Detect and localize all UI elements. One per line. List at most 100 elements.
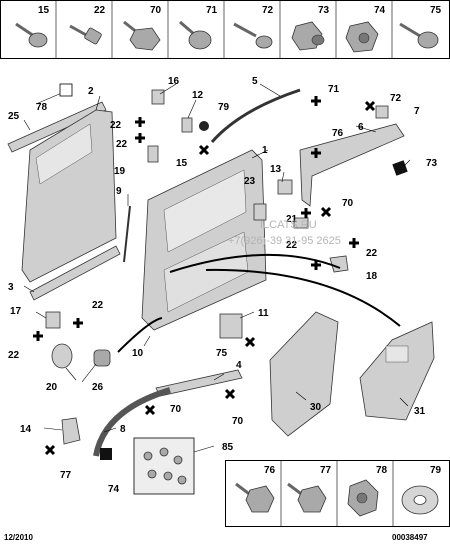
footer-date: 12/2010 [4,533,33,542]
plus-marker-22b [135,133,145,143]
top-header-15: 15 [38,5,50,16]
flange-nut-74-icon [345,21,379,53]
bolt-77-icon [287,482,327,513]
bottom-header-77: 77 [320,465,332,476]
top-header-70: 70 [150,5,162,16]
part-74-pad [100,448,112,460]
screw-15-icon [15,22,48,48]
label-30: 30 [310,402,322,413]
bottom-header-76: 76 [264,465,276,476]
callout-labels: 78 2 25 16 12 79 5 71 72 7 22 22 15 19 1… [8,76,438,495]
label-6: 6 [358,122,364,133]
watermark-site: ILCATS.RU [260,219,317,231]
part-23-bracket [253,203,267,221]
part-11-bracket [219,313,243,339]
label-13: 13 [270,164,282,175]
bottom-header-79: 79 [430,465,442,476]
label-22b: 22 [116,139,128,150]
plus-marker-76 [311,148,321,158]
cap-nut-73-icon [291,21,325,51]
top-header-71: 71 [206,5,218,16]
label-3: 3 [8,282,14,293]
cross-marker-70c [224,388,236,400]
label-26: 26 [92,382,104,393]
leader-lines [23,83,411,453]
cross-marker-70b [144,404,156,416]
label-23: 23 [244,176,256,187]
label-19: 19 [114,166,126,177]
label-2: 2 [88,86,94,97]
part-17-clip [45,311,61,329]
label-22f: 22 [8,350,20,361]
part-85-fastener-kit [133,437,195,495]
top-header-75: 75 [430,5,442,16]
part-3-lower-rail [29,245,121,301]
top-fastener-strip: 15 22 70 71 72 73 74 75 [0,0,450,59]
part-12-hinge [181,117,193,133]
part-16-clip [151,89,165,105]
label-18: 18 [366,271,378,282]
label-85: 85 [222,442,234,453]
label-22c: 22 [286,240,298,251]
washer-79-icon [401,485,439,515]
part-73-pad [392,160,408,176]
clip-78-icon [347,479,379,517]
plus-marker-18 [311,260,321,270]
cross-marker-15 [198,144,210,156]
part-7-clip [375,105,389,119]
label-74: 74 [108,484,120,495]
label-70c: 70 [232,416,244,427]
cross-marker-72 [364,100,376,112]
top-header-74: 74 [374,5,386,16]
part-21-clip [293,217,309,229]
label-4: 4 [236,360,242,371]
part-6-guide-rail [299,123,405,207]
label-8: 8 [120,424,126,435]
symbols [33,96,376,456]
label-14: 14 [20,424,32,435]
plus-marker-22a [135,117,145,127]
label-7: 7 [414,106,420,117]
label-70a: 70 [342,198,354,209]
label-77: 77 [60,470,72,481]
screw-75-icon [399,22,439,49]
screw-71-icon [179,20,212,50]
label-9: 9 [116,186,122,197]
part-31-trim-panel [359,321,435,421]
main-assembly [7,88,435,495]
part-19-bushing [147,145,159,163]
part-9-rod [123,205,131,263]
top-header-72: 72 [262,5,274,16]
label-73: 73 [426,158,438,169]
plus-marker-22e [73,318,83,328]
label-25: 25 [8,111,20,122]
top-header-73: 73 [318,5,330,16]
part-25-rail [7,101,107,153]
label-72: 72 [390,93,402,104]
plus-marker-71 [311,96,321,106]
label-11: 11 [258,308,269,319]
footer-code: 00038497 [392,533,428,542]
label-15: 15 [176,158,188,169]
label-75: 75 [216,348,228,359]
cross-marker-75 [244,336,256,348]
watermark-phone: +7(926)-39 31-95 2625 [228,235,341,247]
tag-78-box [59,83,73,97]
label-1: 1 [262,145,268,156]
part-30-trim-panel [269,311,339,437]
part-26-bumper [93,349,111,367]
part-20-cover [51,343,73,369]
cross-marker-77 [44,444,56,456]
label-78: 78 [36,102,48,113]
bottom-header-78: 78 [376,465,388,476]
part-8-curved-rail [93,387,171,457]
part-79-washer [199,121,209,131]
label-20: 20 [46,382,58,393]
cross-marker-70a [320,206,332,218]
part-5-upper-rail [210,88,301,143]
nut-70-icon [123,20,161,51]
bolt-22-icon [69,24,102,45]
label-10: 10 [132,348,144,359]
label-71: 71 [328,84,340,95]
